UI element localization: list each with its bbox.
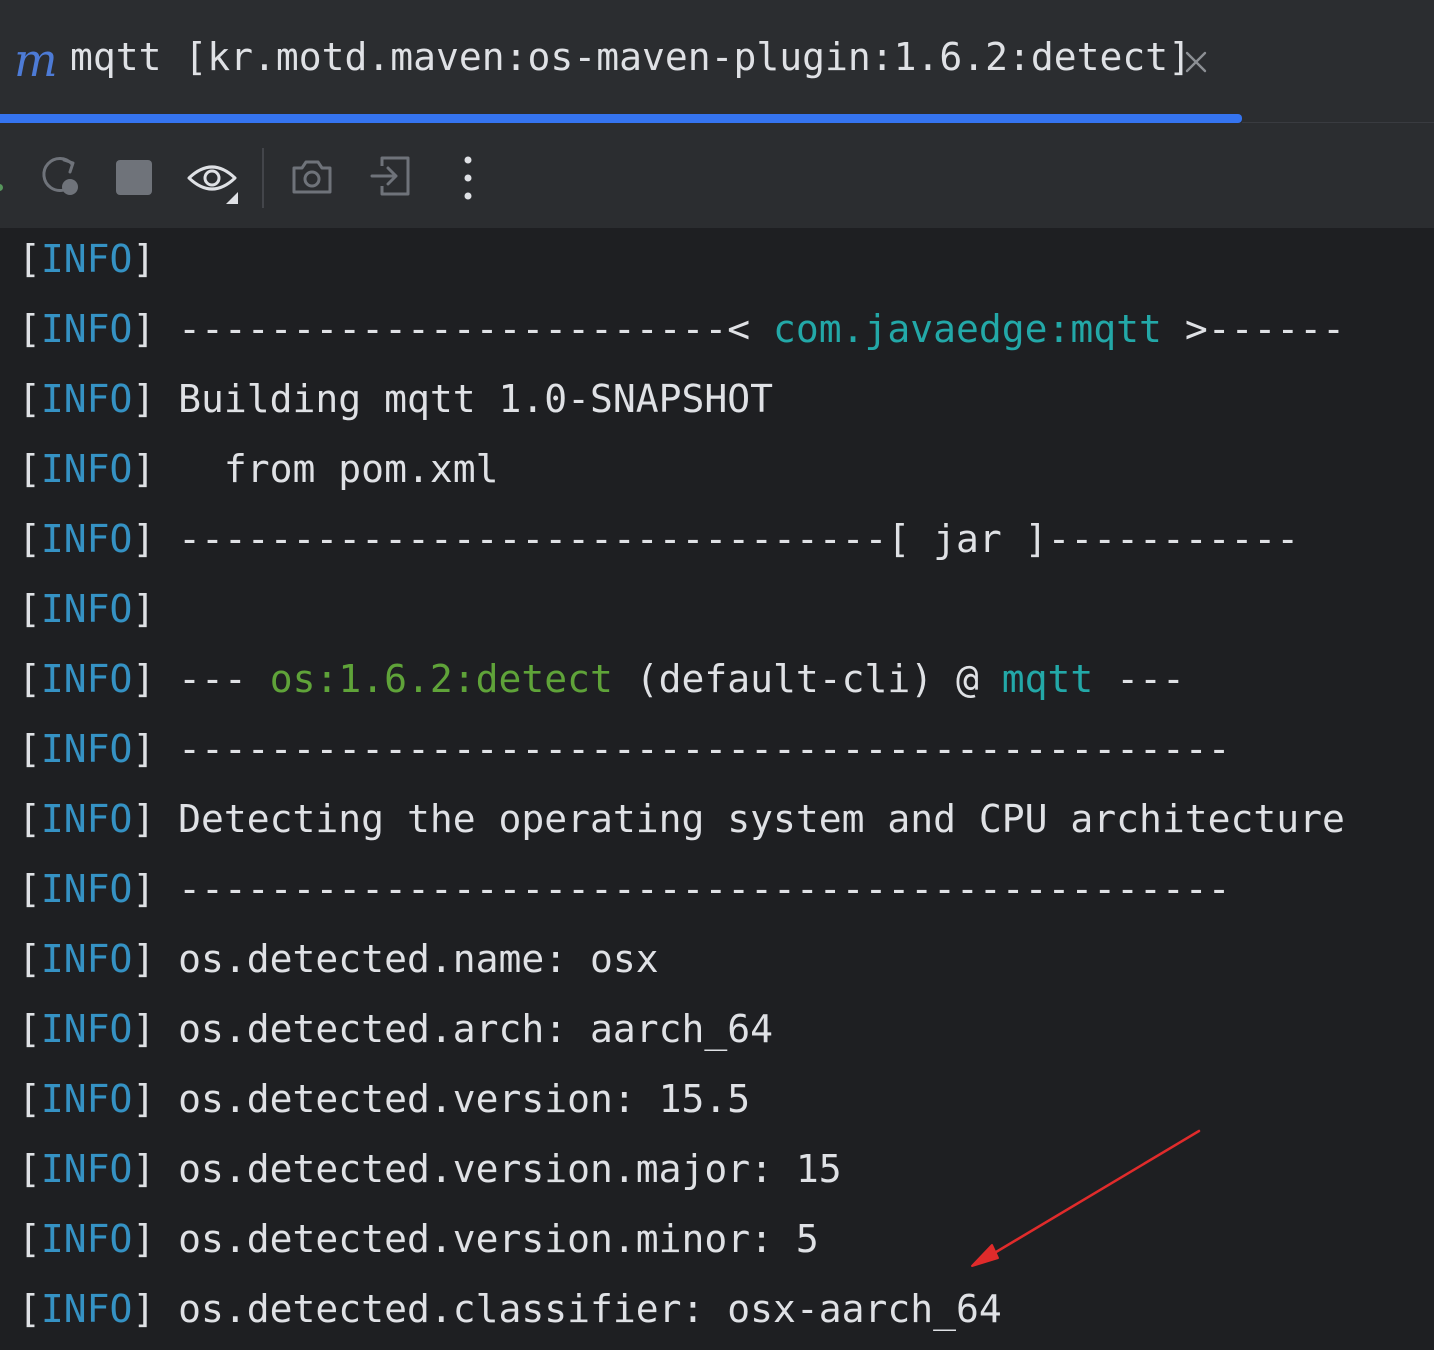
tab-mqtt-detect[interactable]: m mqtt [kr.motd.maven:os-maven-plugin:1.… (0, 0, 1242, 124)
log-level-label: INFO (40, 1077, 133, 1121)
console-line: [INFO] Detecting the operating system an… (18, 784, 1345, 854)
console-line: [INFO] Building mqtt 1.0-SNAPSHOT (18, 364, 773, 434)
console-text: ] os.detected.version.minor: 5 (132, 1217, 819, 1261)
log-level-label: INFO (40, 867, 133, 911)
active-tab-indicator (0, 114, 1242, 123)
console-text: [ (18, 1287, 41, 1331)
console-text: [ (18, 447, 41, 491)
tab-title: mqtt [kr.motd.maven:os-maven-plugin:1.6.… (70, 35, 1192, 79)
exit-icon[interactable] (368, 152, 416, 200)
rerun-icon[interactable] (36, 152, 84, 200)
console-line: [INFO] ---------------------------------… (18, 854, 1231, 924)
log-level-label: INFO (40, 377, 133, 421)
log-level-label: INFO (40, 587, 133, 631)
console-text: [ (18, 1007, 41, 1051)
console-line: [INFO] --- os:1.6.2:detect (default-cli)… (18, 644, 1185, 714)
console-text: ] Building mqtt 1.0-SNAPSHOT (132, 377, 773, 421)
console-line: [INFO] ------------------------< com.jav… (18, 294, 1345, 364)
console-text: [ (18, 1077, 41, 1121)
log-level-label: INFO (40, 1217, 133, 1261)
console-text: os:1.6.2:detect (269, 657, 613, 701)
console-text: ] (132, 237, 156, 281)
console-line: [INFO] os.detected.version.minor: 5 (18, 1204, 819, 1274)
console-text: [ (18, 867, 41, 911)
console-text: >------ (1161, 307, 1345, 351)
log-level-label: INFO (40, 447, 133, 491)
console-text: (default-cli) @ (612, 657, 1002, 701)
log-level-label: INFO (40, 727, 133, 771)
console-text: [ (18, 727, 41, 771)
close-icon[interactable] (1178, 44, 1214, 80)
console-line: [INFO] ---------------------------------… (18, 714, 1231, 784)
console-text: [ (18, 377, 41, 421)
status-dot-icon (0, 184, 3, 191)
console-text: ] Detecting the operating system and CPU… (132, 797, 1345, 841)
console-output[interactable]: [INFO][INFO] ------------------------< c… (0, 228, 1434, 1350)
eye-icon[interactable] (186, 152, 240, 204)
console-line: [INFO] (18, 574, 155, 644)
tab-bar: m mqtt [kr.motd.maven:os-maven-plugin:1.… (0, 0, 1434, 124)
log-level-label: INFO (40, 517, 133, 561)
log-level-label: INFO (40, 937, 133, 981)
console-text: [ (18, 307, 41, 351)
log-level-label: INFO (40, 1007, 133, 1051)
console-text: ] --- (132, 657, 270, 701)
console-text: ] ------------------------< (132, 307, 773, 351)
console-text: [ (18, 587, 41, 631)
more-icon[interactable] (444, 152, 492, 200)
run-toolbar (0, 124, 1434, 228)
console-text: [ (18, 657, 41, 701)
maven-icon: m (14, 33, 58, 87)
console-text: [ (18, 797, 41, 841)
console-line: [INFO] -------------------------------[ … (18, 504, 1299, 574)
log-level-label: INFO (40, 797, 133, 841)
console-text: [ (18, 1217, 41, 1261)
camera-icon[interactable] (288, 152, 336, 200)
stop-icon[interactable] (110, 152, 158, 200)
console-text: com.javaedge:mqtt (773, 307, 1162, 351)
console-text: ] (132, 587, 156, 631)
console-text: ] --------------------------------------… (132, 727, 1231, 771)
console-text: ] os.detected.version.major: 15 (132, 1147, 842, 1191)
console-line: [INFO] from pom.xml (18, 434, 498, 504)
console-line: [INFO] os.detected.classifier: osx-aarch… (18, 1274, 1002, 1344)
console-text: ] os.detected.version: 15.5 (132, 1077, 751, 1121)
console-line: [INFO] os.detected.version.major: 15 (18, 1134, 842, 1204)
console-text: ] os.detected.classifier: osx-aarch_64 (132, 1287, 1002, 1331)
toolbar-separator (262, 148, 264, 208)
tab-bar-divider (1242, 122, 1434, 123)
log-level-label: INFO (40, 307, 133, 351)
console-text: ] --------------------------------------… (132, 867, 1231, 911)
console-text: [ (18, 517, 41, 561)
console-text: [ (18, 237, 41, 281)
console-text: ] from pom.xml (132, 447, 499, 491)
console-line: [INFO] os.detected.version: 15.5 (18, 1064, 750, 1134)
console-text: --- (1093, 657, 1185, 701)
console-text: ] os.detected.name: osx (132, 937, 659, 981)
console-line: [INFO] os.detected.arch: aarch_64 (18, 994, 773, 1064)
log-level-label: INFO (40, 1147, 133, 1191)
log-level-label: INFO (40, 237, 133, 281)
log-level-label: INFO (40, 657, 133, 701)
console-text: ] os.detected.arch: aarch_64 (132, 1007, 773, 1051)
console-text: ] -------------------------------[ jar ]… (132, 517, 1300, 561)
console-line: [INFO] os.detected.name: osx (18, 924, 659, 994)
console-line: [INFO] (18, 228, 155, 294)
console-text: [ (18, 1147, 41, 1191)
console-text: mqtt (1001, 657, 1094, 701)
console-text: [ (18, 937, 41, 981)
log-level-label: INFO (40, 1287, 133, 1331)
